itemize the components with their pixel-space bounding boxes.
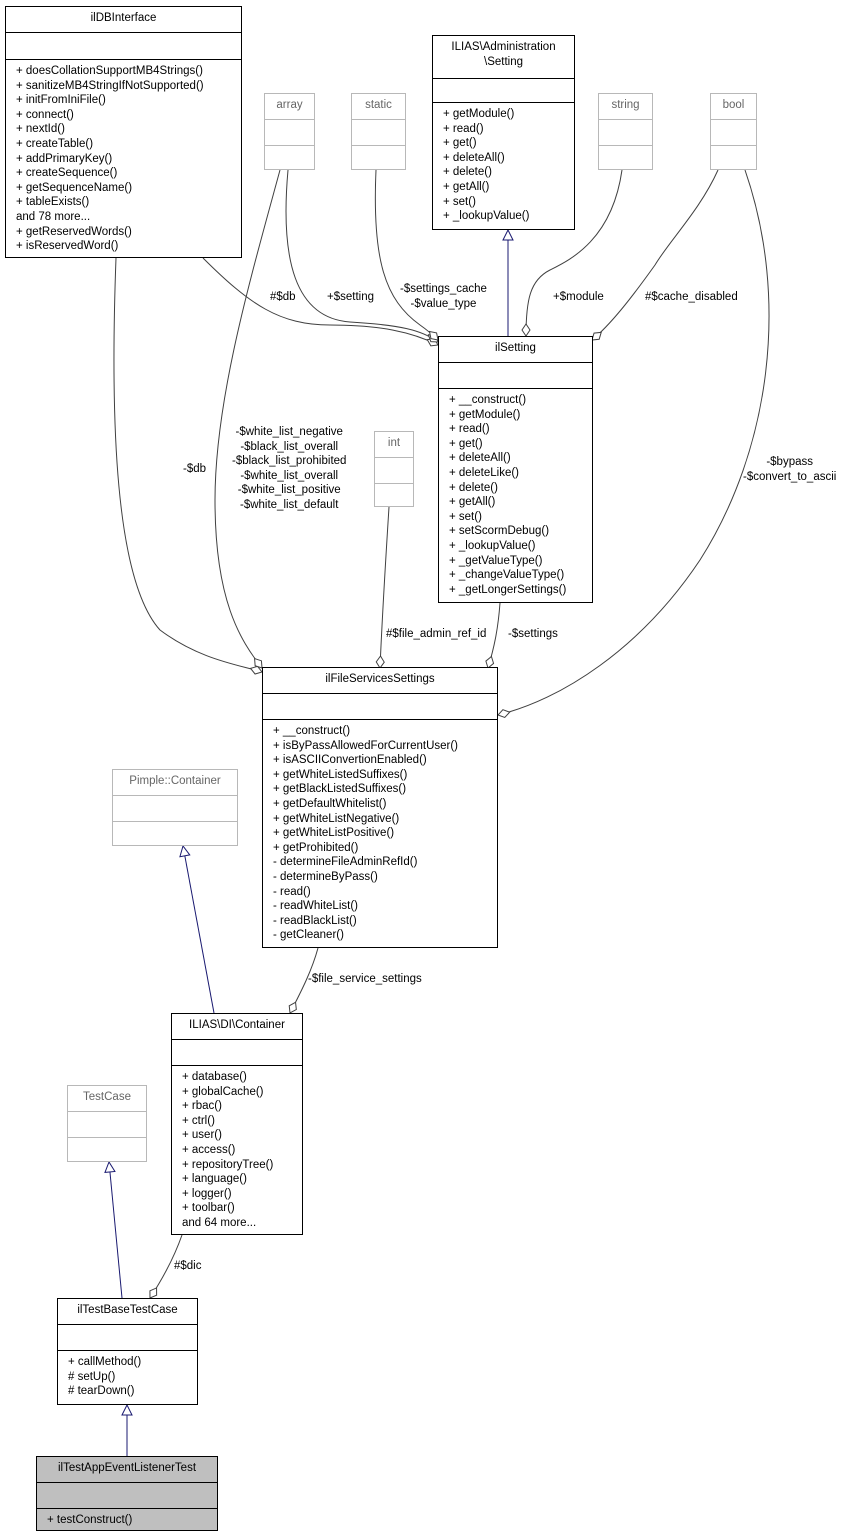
class-pimple-container[interactable]: Pimple::Container <box>112 769 238 846</box>
edge-bool-ilsetting <box>591 169 719 341</box>
edge-label-cache-disabled: #$cache_disabled <box>645 291 738 303</box>
class-ilias-di-container[interactable]: ILIAS\DI\Container + database() + global… <box>171 1013 303 1235</box>
edge-static-ilsetting <box>374 169 439 341</box>
edge-label-settings-cache: -$settings_cache -$value_type <box>400 283 487 310</box>
edge-label-bypass: -$bypass -$convert_to_ascii <box>743 456 837 483</box>
class-string[interactable]: string <box>598 93 653 170</box>
class-title: ilTestAppEventListenerTest <box>57 1462 197 1474</box>
edge-label-db-private: -$db <box>183 463 207 475</box>
class-title: ilSetting <box>495 342 536 354</box>
edge-label-settings: -$settings <box>508 628 558 640</box>
edge-fileservices-dicontainer <box>288 947 319 1014</box>
edge-int-fileservices <box>375 506 390 669</box>
class-ilias-administration-setting[interactable]: ILIAS\Administration \Setting + getModul… <box>432 35 575 230</box>
edge-array-ilsetting <box>285 169 439 343</box>
methods-section: + callMethod() # setUp() # tearDown() <box>58 1350 197 1399</box>
methods-section: + __construct() + getModule() + read() +… <box>439 388 592 597</box>
class-array[interactable]: array <box>264 93 315 170</box>
edge-array-fileservices <box>214 169 281 669</box>
methods-section: + testConstruct() <box>37 1508 217 1528</box>
edge-dicontainer-pimple <box>183 846 215 1014</box>
class-static[interactable]: static <box>351 93 406 170</box>
edge-ildbinterface-ilsetting <box>202 257 439 347</box>
class-title: ILIAS\Administration \Setting <box>451 41 556 68</box>
methods-section: + database() + globalCache() + rbac() + … <box>172 1065 302 1231</box>
edge-label-file-service-settings: -$file_service_settings <box>308 973 422 985</box>
class-ilsetting[interactable]: ilSetting + __construct() + getModule() … <box>438 336 593 603</box>
class-title: ilFileServicesSettings <box>325 673 435 685</box>
methods-section: + doesCollationSupportMB4Strings() + san… <box>6 59 241 254</box>
class-title: ILIAS\DI\Container <box>189 1019 285 1031</box>
edge-label-dic: #$dic <box>174 1260 202 1272</box>
edge-bool-fileservices <box>497 169 770 719</box>
class-ilfileservicessettings[interactable]: ilFileServicesSettings + __construct() +… <box>262 667 498 948</box>
edge-label-setting: +$setting <box>327 291 374 303</box>
class-iltestbasetestcase[interactable]: ilTestBaseTestCase + callMethod() # setU… <box>57 1298 198 1405</box>
class-iltestappeventlistenertest[interactable]: ilTestAppEventListenerTest + testConstru… <box>36 1456 218 1531</box>
edge-label-white-lists: -$white_list_negative -$black_list_overa… <box>232 426 347 511</box>
class-ildbinterface[interactable]: ilDBInterface + doesCollationSupportMB4S… <box>5 6 242 258</box>
edge-ildbinterface-fileservices <box>113 257 263 675</box>
methods-section: + __construct() + isByPassAllowedForCurr… <box>263 719 497 943</box>
edge-testbase-testcase <box>109 1162 123 1299</box>
edge-label-file-admin: #$file_admin_ref_id <box>386 628 487 640</box>
edge-ilsetting-fileservices <box>485 602 501 669</box>
edge-label-module: +$module <box>553 291 604 303</box>
attributes-section <box>6 32 241 59</box>
edge-string-ilsetting <box>521 169 623 337</box>
methods-section: + getModule() + read() + get() + deleteA… <box>433 102 574 224</box>
class-bool[interactable]: bool <box>710 93 757 170</box>
edge-dicontainer-testbase <box>149 1234 183 1299</box>
class-title: ilDBInterface <box>90 12 157 24</box>
class-int[interactable]: int <box>374 431 414 507</box>
edge-label-db: #$db <box>270 291 296 303</box>
class-testcase[interactable]: TestCase <box>67 1085 147 1162</box>
class-title: ilTestBaseTestCase <box>77 1304 178 1316</box>
